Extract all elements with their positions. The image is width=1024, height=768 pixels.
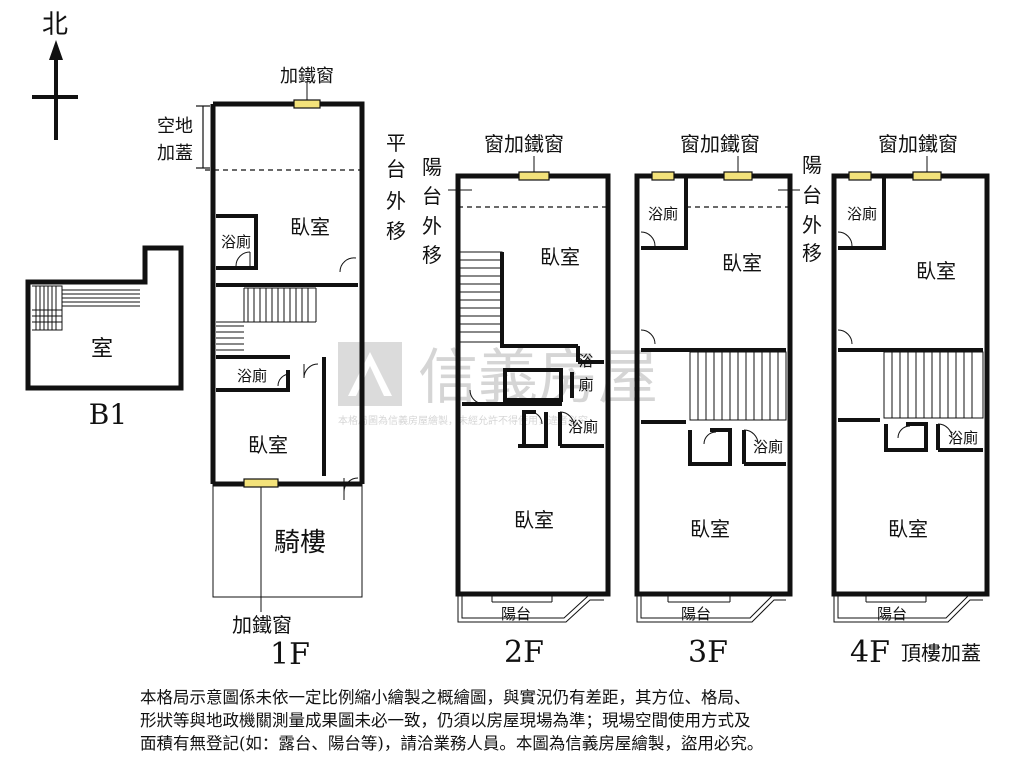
label-2f-bedroom-upper: 臥室 — [540, 245, 580, 269]
brand-logo-mark-icon — [348, 352, 392, 396]
disclaimer: 本格局示意圖係未依一定比例縮小繪製之概繪圖，與實況仍有差距，其方位、格局、 形狀… — [140, 686, 1000, 755]
brand-logo-icon — [338, 342, 402, 406]
watermark-notice: 本格局圖為信義房屋繪製，未經允許不得使用，違者必究 — [338, 414, 588, 427]
label-2f-bath-a-2: 廁 — [578, 376, 593, 394]
label-3f-window: 窗加鐵窗 — [680, 132, 760, 156]
label-1f-bath-lower: 浴廁 — [237, 367, 267, 385]
floor-2f — [448, 156, 611, 623]
label-2f-balcony: 陽台 — [501, 605, 531, 623]
svg-text:平: 平 — [386, 131, 406, 155]
label-4f-window: 窗加鐵窗 — [878, 132, 958, 156]
floor-3f — [634, 156, 800, 623]
label-4f-bath-upper: 浴廁 — [847, 205, 877, 223]
svg-text:移: 移 — [802, 241, 822, 265]
svg-text:陽: 陽 — [802, 153, 822, 177]
window-3f — [723, 171, 753, 181]
compass: 北 — [32, 10, 78, 140]
label-3f-bedroom-lower: 臥室 — [690, 517, 730, 541]
label-2f-balcony-shift: 陽 台 外 移 — [422, 155, 442, 267]
svg-text:外: 外 — [422, 214, 442, 238]
svg-text:外: 外 — [386, 189, 406, 213]
label-3f-bath-upper: 浴廁 — [648, 205, 678, 223]
window-1f-top — [293, 99, 321, 109]
b1-outline — [25, 245, 184, 391]
label-1f-bedroom-lower: 臥室 — [248, 433, 288, 457]
window-3f-small — [651, 171, 675, 181]
floor-label-4f: 4F — [850, 635, 890, 670]
label-3f-balcony: 陽台 — [681, 605, 711, 623]
north-arrowhead-icon — [49, 40, 63, 60]
svg-text:台: 台 — [386, 157, 406, 181]
window-4f-small — [848, 171, 872, 181]
floor-b1 — [25, 245, 184, 391]
floor-plan-diagram: 北 信義房屋 本格局圖為信義房屋繪製，未經允許不得使用，違者必究 室 B1 — [25, 10, 990, 672]
svg-text:陽: 陽 — [422, 155, 442, 179]
label-4f-bedroom-lower: 臥室 — [888, 517, 928, 541]
svg-text:移: 移 — [386, 219, 406, 243]
label-rooftop-addition: 頂樓加蓋 — [901, 641, 981, 665]
label-2f-bath-b: 浴廁 — [568, 418, 598, 436]
floor-label-2f: 2F — [504, 635, 544, 670]
label-3f-bedroom-upper: 臥室 — [722, 251, 762, 275]
label-open-space-2: 加蓋 — [157, 143, 193, 164]
label-1f-window-top: 加鐵窗 — [280, 66, 334, 87]
north-label: 北 — [42, 10, 68, 40]
window-4f — [912, 171, 942, 181]
floor-label-1f: 1F — [270, 637, 310, 672]
label-3f-balcony-shift: 陽 台 外 移 — [802, 153, 822, 265]
svg-text:台: 台 — [802, 183, 822, 207]
label-2f-window: 窗加鐵窗 — [484, 132, 564, 156]
disclaimer-line: 面積有無登記(如：露台、陽台等)，請洽業務人員。本圖為信義房屋繪製，盜用必究。 — [140, 734, 764, 753]
svg-text:台: 台 — [422, 184, 442, 208]
label-platform-shift: 平 台 外 移 — [386, 131, 406, 243]
label-2f-bedroom-lower: 臥室 — [514, 508, 554, 532]
label-4f-bath-lower: 浴廁 — [948, 429, 978, 447]
label-3f-bath-lower: 浴廁 — [753, 438, 783, 456]
label-4f-balcony: 陽台 — [877, 605, 907, 623]
svg-text:移: 移 — [422, 243, 442, 267]
b1-room-label: 室 — [91, 337, 113, 362]
window-2f — [518, 171, 550, 181]
floor-label-3f: 3F — [688, 635, 728, 670]
label-4f-bedroom-upper: 臥室 — [916, 259, 956, 283]
disclaimer-line: 本格局示意圖係未依一定比例縮小繪製之概繪圖，與實況仍有差距，其方位、格局、 — [140, 688, 751, 707]
disclaimer-line: 形狀等與地政機關測量成果圖未必一致，仍須以房屋現場為準；現場空間使用方式及 — [140, 711, 751, 730]
label-1f-bath-upper: 浴廁 — [221, 233, 251, 251]
label-open-space-1: 空地 — [157, 116, 193, 137]
b1-stairs — [32, 285, 140, 331]
floor-label-b1: B1 — [89, 398, 127, 431]
svg-text:外: 外 — [802, 213, 822, 237]
label-1f-bedroom-upper: 臥室 — [290, 215, 330, 239]
window-1f-bottom — [243, 478, 279, 488]
floor-1f — [196, 82, 365, 612]
floor-4f — [831, 156, 990, 623]
label-1f-window-bottom: 加鐵窗 — [232, 613, 292, 637]
label-2f-bath-a-1: 浴 — [578, 352, 593, 370]
label-arcade: 騎樓 — [274, 528, 326, 558]
